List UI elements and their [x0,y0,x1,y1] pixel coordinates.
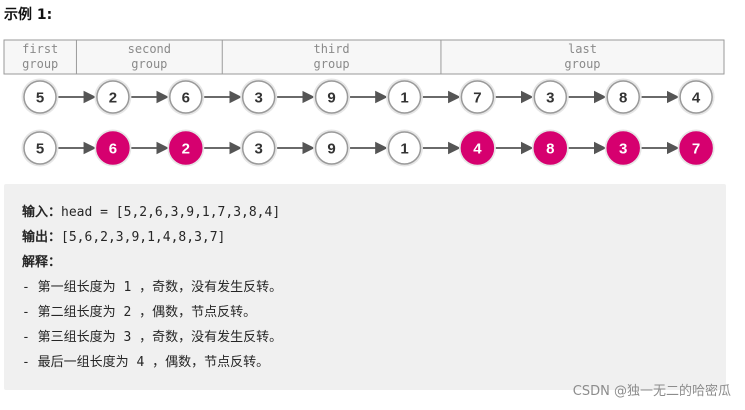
group-label-line1: first [22,42,58,56]
list-node [23,80,57,114]
list-node [314,80,349,114]
list-node [460,131,495,165]
group-label-line1: second [128,42,171,56]
node-value: 1 [400,141,408,158]
input-value: head = [5,2,6,3,9,1,7,3,8,4] [61,205,281,220]
node-value: 5 [36,90,44,107]
node-value: 6 [182,90,190,107]
list-node [387,80,422,114]
explain-line-1: - 第一组长度为 1 ，奇数，没有发生反转。 [22,280,283,295]
node-value: 1 [400,90,408,107]
original-list-row: 5 2 6 3 9 1 7 3 8 4 [21,78,715,116]
list-node [460,80,495,114]
list-node [533,80,568,114]
linked-list-diagram: firstgroupsecondgroupthirdgrouplastgroup… [3,39,725,167]
list-node [606,131,640,165]
node-value: 9 [327,90,335,107]
node-value: 7 [473,90,481,107]
list-node [679,131,713,165]
list-node [23,131,57,165]
list-node [169,80,203,114]
input-line: 输入：head = [5,2,6,3,9,1,7,3,8,4] [22,200,708,225]
node-value: 6 [109,141,117,158]
output-line: 输出：[5,6,2,3,9,1,4,8,3,7] [22,225,708,250]
node-value: 3 [255,90,263,107]
example-heading: 示例 1: [4,7,53,23]
node-value: 5 [36,141,44,158]
output-value: [5,6,2,3,9,1,4,8,3,7] [61,230,226,245]
input-label: 输入： [22,205,62,220]
list-node [169,131,203,165]
list-node [241,80,276,114]
group-label-line2: group [22,57,58,71]
list-node [679,80,713,114]
list-node [387,131,422,165]
list-node [96,131,130,165]
group-label-line2: group [564,57,600,71]
explain-line-4: - 最后一组长度为 4 ，偶数，节点反转。 [22,355,270,370]
group-header-frame [3,39,725,75]
group-label-line1: last [568,42,597,56]
list-node [606,80,640,114]
node-value: 4 [473,141,482,158]
explain-label-line: 解释： [22,250,708,275]
list-node [533,131,568,165]
explanation-box: 输入：head = [5,2,6,3,9,1,7,3,8,4] 输出：[5,6,… [4,184,726,390]
node-value: 3 [619,141,627,158]
node-value: 7 [692,141,700,158]
list-node [241,131,276,165]
node-value: 3 [255,141,263,158]
group-label-line1: third [314,42,350,56]
reversed-list-row: 5 6 2 3 9 1 4 8 3 7 [21,129,715,167]
node-value: 8 [546,141,554,158]
node-value: 9 [327,141,335,158]
explain-line-3: - 第三组长度为 3 ，奇数，没有发生反转。 [22,330,283,345]
explain-label: 解释： [22,255,62,270]
node-value: 2 [182,141,190,158]
list-node [96,80,130,114]
group-label-line2: group [314,57,350,71]
list-node [314,131,349,165]
csdn-watermark: CSDN @独一无二的哈密瓜 [572,384,731,399]
output-label: 输出： [22,230,62,245]
node-value: 4 [692,90,701,107]
node-value: 3 [546,90,554,107]
node-value: 8 [619,90,627,107]
group-label-line2: group [131,57,167,71]
explain-line-2: - 第二组长度为 2 ，偶数，节点反转。 [22,305,257,320]
node-value: 2 [109,90,117,107]
